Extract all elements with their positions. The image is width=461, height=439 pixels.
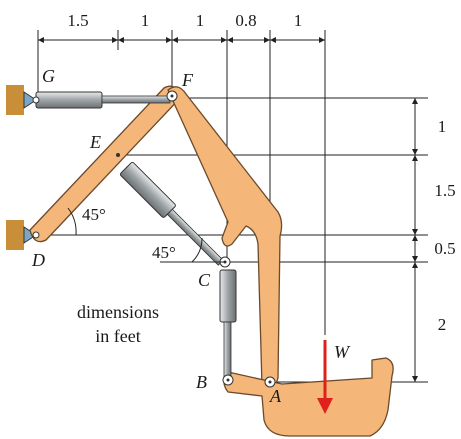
label-c: C [198,270,211,290]
right-dim-2: 1.5 [434,181,455,200]
units-note-line2: in feet [95,326,140,346]
top-dim-2: 1 [141,11,150,30]
label-e: E [89,132,101,152]
label-w: W [334,342,351,362]
angle-arc-d [67,207,77,236]
cylinder-cb-rod [223,321,232,381]
angle-arc-c [191,237,203,263]
boom-link-df [29,85,183,243]
top-dim-5: 1 [294,11,303,30]
label-g: G [42,66,55,86]
right-dim-4: 2 [438,315,447,334]
pins [32,90,276,388]
angle-label-c: 45° [152,243,176,262]
top-dim-4: 0.8 [235,11,256,30]
load-arrow-head [317,398,333,414]
wall-support-bottom [6,220,24,250]
label-f: F [181,70,194,90]
right-dim-1: 1 [438,117,447,136]
cylinder-gf-barrel [35,91,103,109]
bucket [223,357,394,437]
wall-support-top [6,85,24,115]
angle-label-d: 45° [82,205,106,224]
label-d: D [31,250,45,270]
label-b: B [196,372,207,392]
pin-bracket-g [23,91,37,109]
top-dim-1: 1.5 [67,11,88,30]
right-dim-3: 0.5 [434,239,455,258]
top-dim-3: 1 [196,11,205,30]
label-a: A [269,386,282,406]
cylinder-cb-barrel [219,269,237,323]
cylinder-gf-rod [101,95,171,104]
units-note-line1: dimensions [77,302,159,322]
cylinder-ec [119,161,224,266]
